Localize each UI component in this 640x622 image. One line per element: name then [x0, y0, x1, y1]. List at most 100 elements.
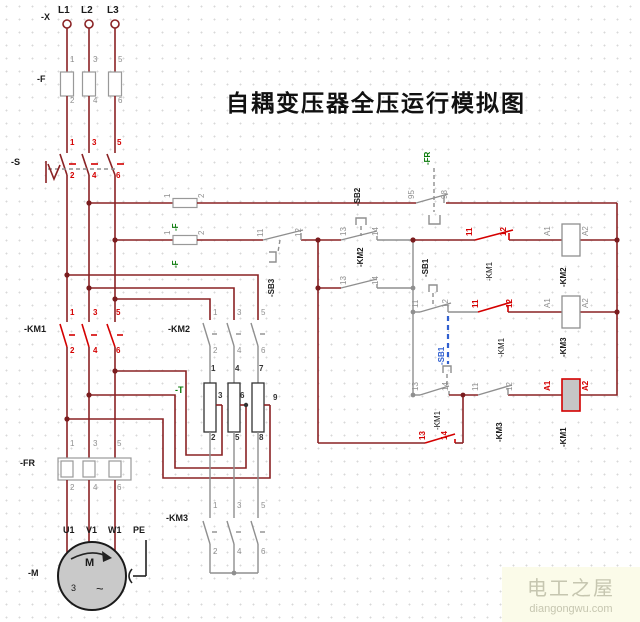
switch-terminal: 6 [116, 171, 121, 180]
km3-main-terminal: 6 [261, 547, 266, 556]
watermark-site: diangongwu.com [529, 603, 613, 615]
ctrl-fuse1-terminal: 1 [163, 193, 172, 198]
km2-main-contacts-icon [202, 322, 265, 383]
control-row1 [89, 197, 617, 209]
device-tag-KM1-coil: -KM1 [559, 427, 568, 447]
ctrl-fuse2-terminal: 2 [197, 230, 206, 235]
sb2-start-button-icon[interactable] [340, 217, 378, 241]
fuse-terminal: 2 [70, 96, 75, 105]
motor-terminal-W1: W1 [108, 525, 122, 535]
fuse-terminal: 3 [93, 55, 98, 64]
thermal-relay-icon [57, 457, 132, 553]
switch-terminal: 2 [70, 171, 75, 180]
km3-nc-terminal: 12 [505, 382, 514, 391]
transformer-terminal: 8 [259, 433, 264, 442]
km2-coil-terminal: A2 [581, 226, 590, 236]
diagram-title: 自耦变压器全压运行模拟图 [226, 90, 526, 116]
device-tag-SB3: -SB3 [267, 278, 276, 297]
device-tag-KM2-main: -KM2 [168, 324, 190, 334]
km2-main-terminal: 6 [261, 346, 266, 355]
sb1-button-icon[interactable] [419, 284, 452, 396]
label-L2: L2 [81, 5, 93, 16]
sb3-terminal: 12 [294, 228, 303, 237]
km2-main-terminal: 1 [213, 308, 218, 317]
km2-main-terminal: 2 [213, 346, 218, 355]
km2-aux-terminal: 14 [371, 276, 380, 285]
km1-nc1-contact-icon [474, 229, 514, 241]
motor-terminal-U1: U1 [63, 525, 75, 535]
watermark-badge: 电工之屋 diangongwu.com [502, 567, 640, 622]
sb1-nc-terminal: 12 [441, 299, 450, 308]
km3-coil-terminal: A1 [543, 298, 552, 308]
switch-terminal: 4 [92, 171, 97, 180]
ctrl-fuse1-terminal: 2 [197, 193, 206, 198]
device-tag-KM1-main: -KM1 [24, 324, 46, 334]
device-tag-KM2-coil: -KM2 [559, 267, 568, 287]
km1-main-terminal: 5 [116, 308, 121, 317]
motor-ac-symbol: ~ [96, 581, 104, 596]
km2-aux-terminal: 13 [339, 276, 348, 285]
transformer-terminal: 2 [211, 433, 216, 442]
km1-nc2-contact-icon [477, 301, 513, 313]
km2-aux-contact-icon [340, 278, 378, 289]
supply-terminals [62, 19, 120, 72]
sb1-no-terminal: 14 [441, 382, 450, 391]
fr-power-terminal: 5 [117, 439, 122, 448]
power-fuses-icon [59, 71, 123, 153]
switch-terminal: 1 [70, 138, 75, 147]
km3-coil-icon [561, 295, 581, 329]
transformer-terminal: 1 [211, 364, 216, 373]
fr-nc-terminal: 95 [407, 190, 416, 199]
km3-main-terminal: 2 [213, 547, 218, 556]
fr-power-terminal: 6 [117, 483, 122, 492]
km2-coil-terminal: A1 [543, 226, 552, 236]
fr-power-terminal: 2 [70, 483, 75, 492]
km1-main-terminal: 6 [116, 346, 121, 355]
sb3-stop-button-icon[interactable] [262, 229, 304, 263]
fr-power-terminal: 3 [93, 439, 98, 448]
km1-main-terminal: 4 [93, 346, 98, 355]
main-switch-icon[interactable] [45, 153, 124, 183]
device-tag-M: -M [28, 568, 39, 578]
km1-nc1-terminal: 11 [465, 227, 474, 236]
fr-power-terminal: 4 [93, 483, 98, 492]
transformer-terminal: 4 [235, 364, 240, 373]
transformer-terminal: 7 [259, 364, 264, 373]
km2-coil-icon [561, 223, 581, 257]
device-tag-FR-power: -FR [20, 458, 35, 468]
sb2-terminal: 14 [371, 227, 380, 236]
fuse-terminal: 4 [93, 96, 98, 105]
device-tag-KM3-coil: -KM3 [559, 337, 568, 357]
km3-main-terminal: 1 [213, 501, 218, 510]
km3-main-terminal: 5 [261, 501, 266, 510]
label-L3: L3 [107, 5, 119, 16]
km1-nc2-terminal: 12 [505, 299, 514, 308]
motor-terminal-PE: PE [133, 525, 146, 535]
device-tag-KM1-nc2: -KM1 [497, 337, 506, 357]
switch-terminal: 3 [92, 138, 97, 147]
transformer-tap: 9 [273, 393, 278, 402]
sb1-no-terminal: 13 [411, 382, 420, 391]
right-rail [580, 203, 618, 396]
fuse-terminal: 6 [118, 96, 123, 105]
device-tag-SB1-nc: -SB1 [421, 258, 430, 277]
km1-main-terminal: 1 [70, 308, 75, 317]
device-tag-KM2-aux: -KM2 [356, 247, 365, 267]
device-tag-F-ctrl2: -F [171, 260, 180, 268]
fuse-terminal: 1 [70, 55, 75, 64]
motor-phases: 3 [71, 583, 77, 593]
km1-coil-terminal: A1 [543, 380, 552, 391]
fr-power-terminal: 1 [70, 439, 75, 448]
km1-nc2-terminal: 11 [471, 299, 480, 308]
control-row2 [115, 234, 617, 246]
device-tag-F-ctrl1: -F [171, 223, 180, 231]
km2-main-terminal: 3 [237, 308, 242, 317]
km2-main-terminal: 4 [237, 346, 242, 355]
device-tag-X: -X [41, 12, 50, 22]
sb1-nc-terminal: 11 [411, 299, 420, 308]
transformer-tap: 3 [218, 391, 223, 400]
km3-nc-terminal: 11 [471, 382, 480, 391]
device-tag-F-power: -F [37, 74, 46, 84]
km1-aux-terminal: 13 [418, 431, 427, 440]
